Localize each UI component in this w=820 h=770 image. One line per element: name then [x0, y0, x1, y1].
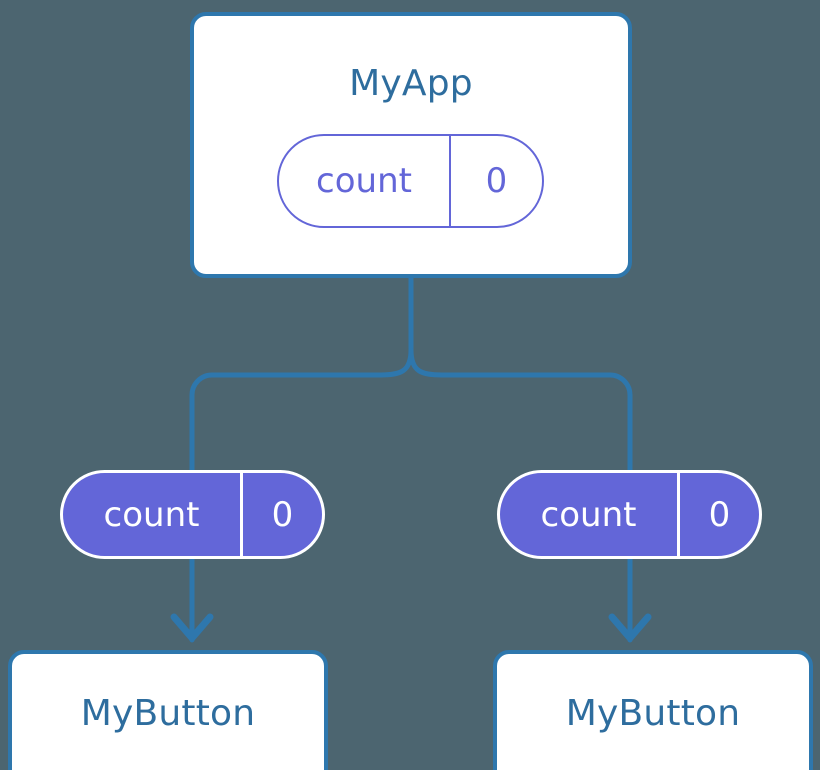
- state-pill-key: count: [103, 494, 200, 535]
- state-pill-key: count: [316, 161, 412, 201]
- edge-fork-to-left-state: [189, 347, 414, 473]
- component-title-mybutton: MyButton: [80, 693, 256, 734]
- state-pill-myapp[interactable]: count 0: [277, 134, 544, 228]
- edge-fork-to-right-state: [408, 347, 633, 473]
- state-pill-left[interactable]: count 0: [60, 470, 325, 559]
- state-pill-value: 0: [677, 473, 759, 556]
- component-node-mybutton-left[interactable]: MyButton: [8, 650, 328, 770]
- component-title-mybutton: MyButton: [565, 693, 741, 734]
- state-pill-value: 0: [240, 473, 322, 556]
- arrowhead-right: [608, 613, 652, 642]
- state-pill-right[interactable]: count 0: [497, 470, 762, 559]
- state-pill-key: count: [540, 494, 637, 535]
- component-node-mybutton-right[interactable]: MyButton: [493, 650, 813, 770]
- arrowhead-left: [170, 613, 214, 642]
- state-pill-value: 0: [449, 136, 542, 226]
- component-title-myapp: MyApp: [349, 63, 473, 104]
